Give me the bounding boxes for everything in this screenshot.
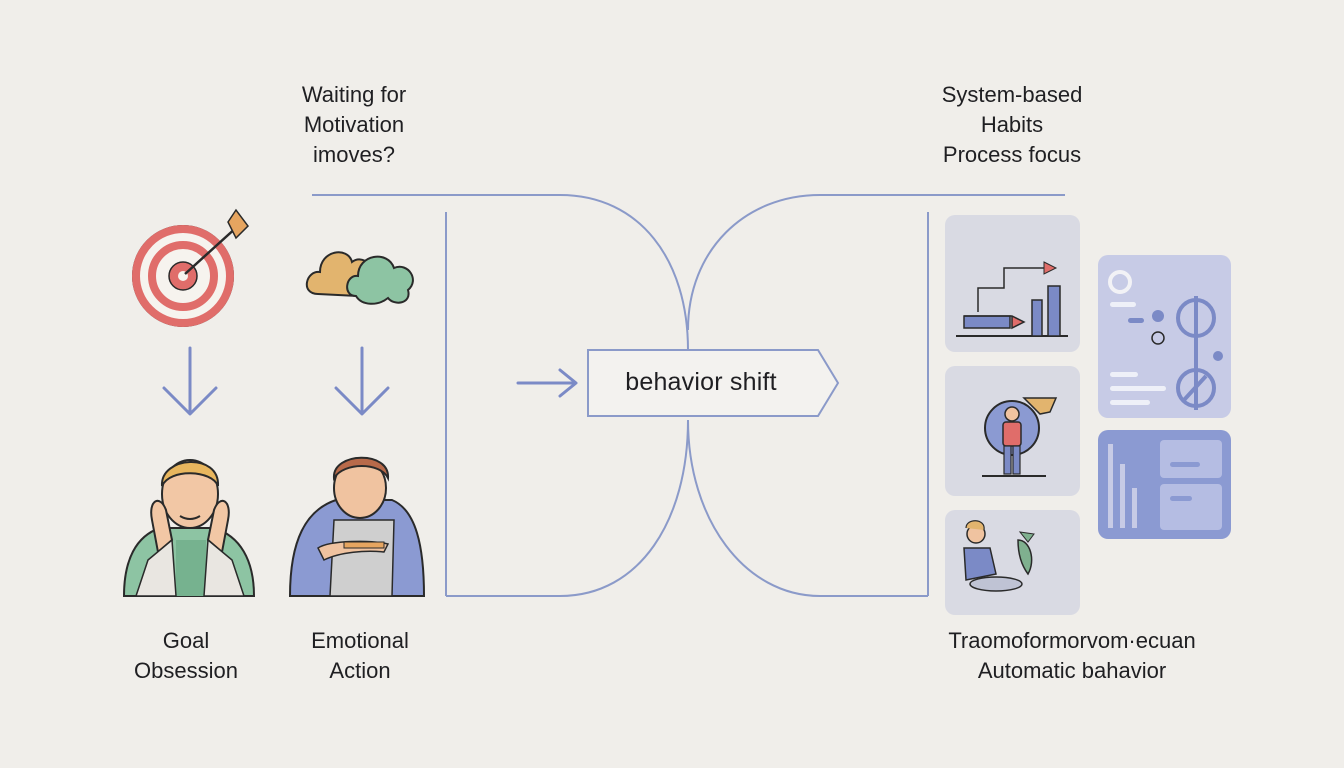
- process-chart-icon: [956, 261, 1068, 337]
- lower-right-curve: [687, 419, 821, 597]
- left-top-caption: Waiting for Motivation imoves?: [264, 80, 444, 170]
- label-line: Emotional: [311, 628, 409, 653]
- emotional-action-label: Emotional Action: [280, 626, 440, 686]
- clouds-icon: [306, 251, 414, 305]
- caption-line: Automatic bahavior: [977, 658, 1167, 683]
- standing-person-icon: [982, 397, 1058, 477]
- dashboard-panel-icon: [1108, 270, 1223, 530]
- right-bottom-caption: Traomoformorvom·ecuan Automatic bahavior: [900, 626, 1244, 686]
- label-line: Goal: [162, 628, 210, 653]
- working-person-icon: [963, 520, 1035, 592]
- caption-line: imoves?: [313, 142, 395, 167]
- caption-line: Habits: [980, 112, 1044, 137]
- arrow-right-icon: [516, 368, 578, 398]
- emotional-person-icon: [288, 456, 426, 597]
- upper-left-curve: [559, 194, 689, 351]
- stressed-person-icon: [122, 459, 256, 597]
- lower-left-curve: [559, 419, 689, 597]
- behavior-shift-label: behavior shift: [625, 368, 777, 396]
- caption-line: Traomoformorvom·ecuan: [948, 628, 1196, 653]
- behavior-shift-box: [587, 349, 840, 417]
- arrow-down-icon: [334, 346, 390, 416]
- caption-line: Process focus: [942, 142, 1082, 167]
- caption-line: Waiting for: [301, 82, 407, 107]
- label-line: Obsession: [134, 658, 238, 683]
- arrow-down-icon: [162, 346, 218, 416]
- caption-line: System-based: [941, 82, 1083, 107]
- goal-obsession-label: Goal Obsession: [106, 626, 266, 686]
- label-line: Action: [329, 658, 391, 683]
- target-with-arrow-icon: [132, 208, 249, 327]
- caption-line: Motivation: [303, 112, 405, 137]
- right-top-caption: System-based Habits Process focus: [900, 80, 1124, 170]
- upper-right-curve: [687, 194, 821, 331]
